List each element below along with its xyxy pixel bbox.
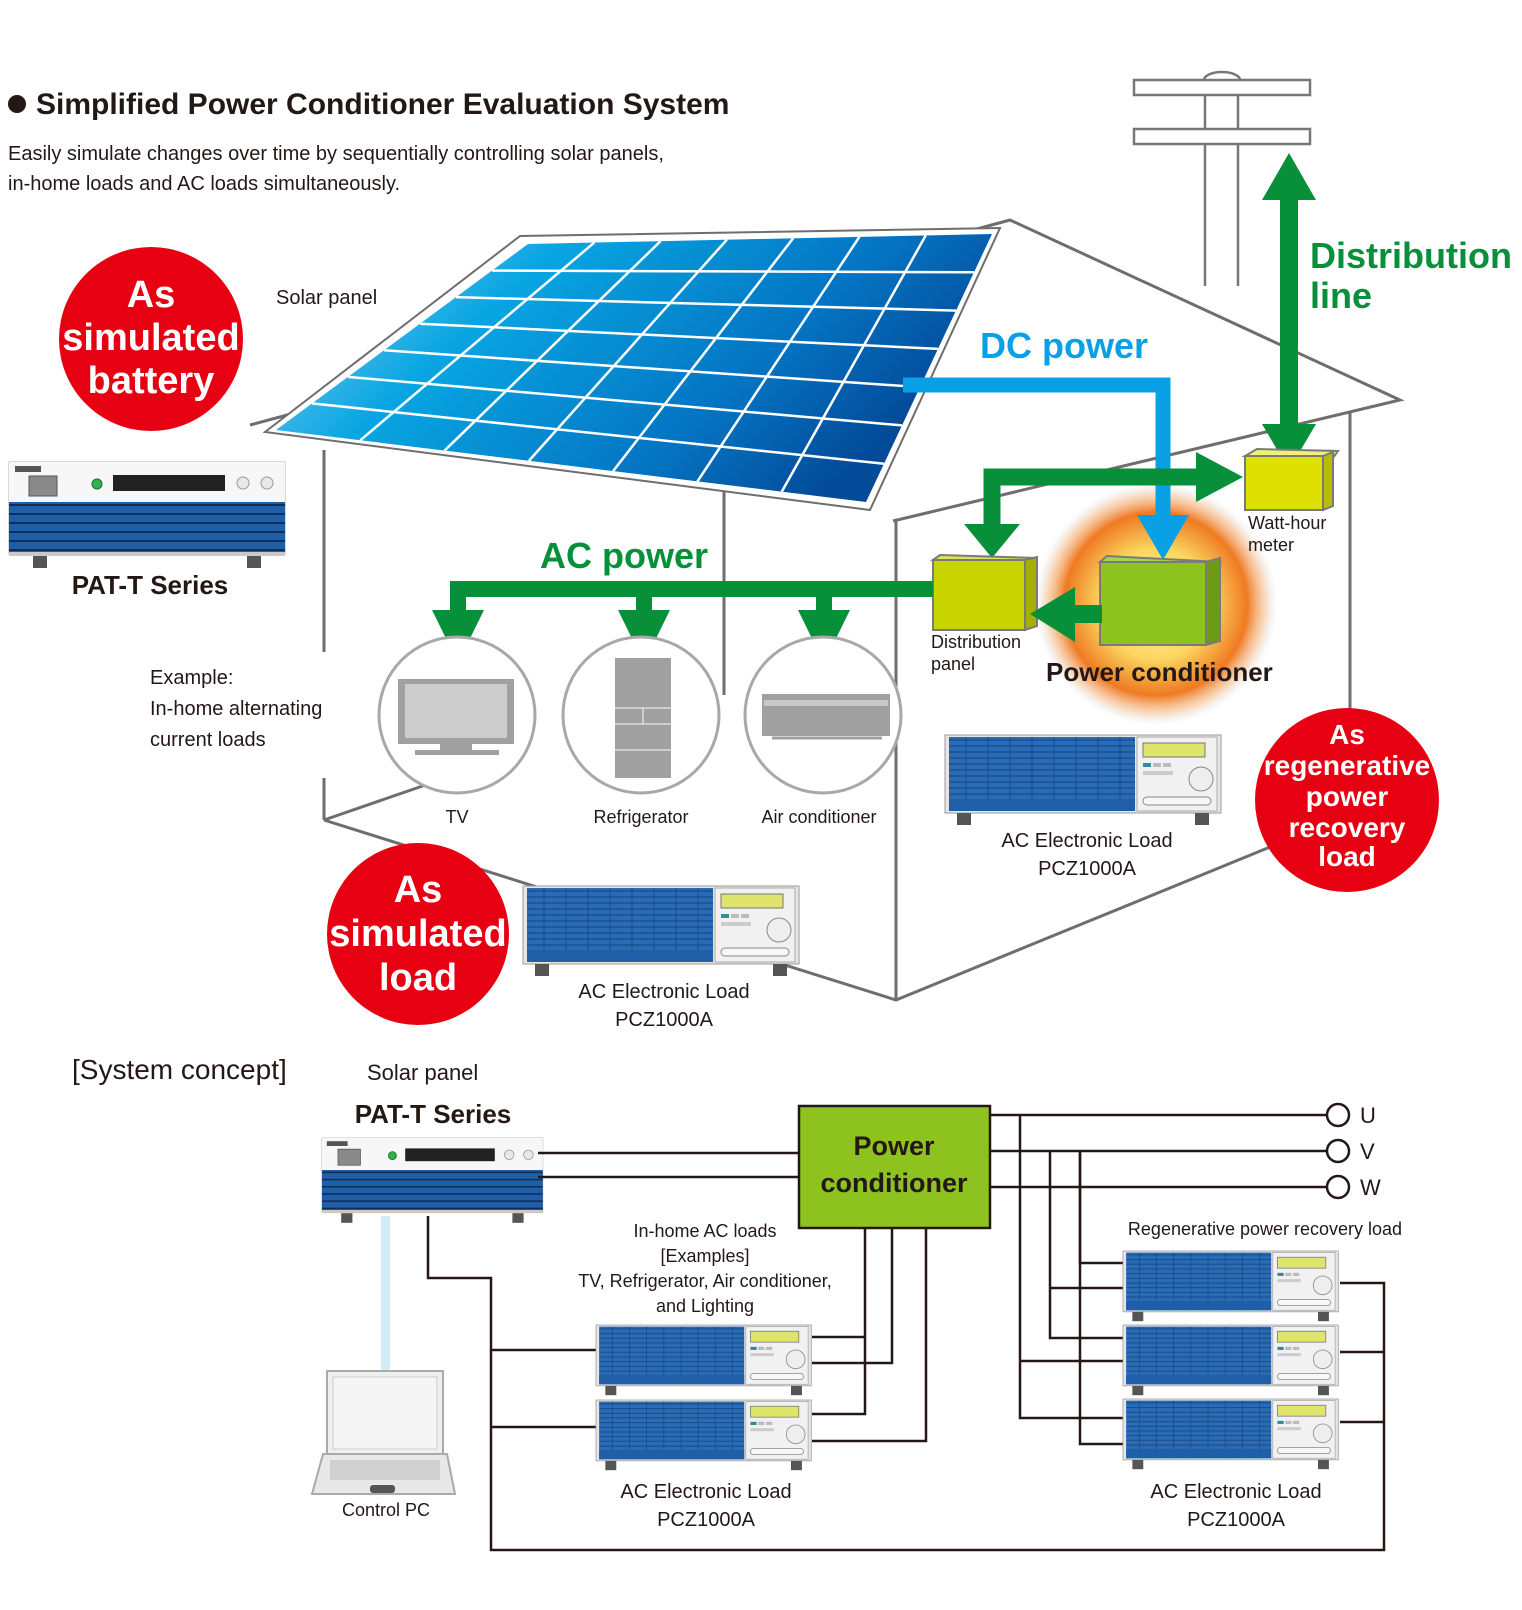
power-conditioner-unit <box>1097 554 1223 647</box>
example-label-1: Example: <box>150 667 233 689</box>
sc-solar-panel-label: Solar panel <box>367 1060 478 1085</box>
in-home-load-unit-1 <box>595 1324 812 1396</box>
system-wiring <box>426 1113 1386 1552</box>
solar-cell-divider <box>527 238 728 462</box>
solar-cell-divider <box>612 237 795 472</box>
left-load-name: AC Electronic Load <box>620 1481 791 1503</box>
distribution-panel-label-2: panel <box>931 654 975 674</box>
watt-hour-meter-label-1: Watt-hour <box>1248 513 1326 533</box>
solar-cell-divider <box>359 241 596 442</box>
regenerative-load-unit-2 <box>1122 1324 1339 1396</box>
svg-text:power: power <box>1306 781 1389 812</box>
title-bullet-icon <box>8 95 26 113</box>
solar-cell-divider <box>696 236 861 483</box>
ac-load-1-model: PCZ1000A <box>1038 858 1136 880</box>
solar-cell-divider <box>780 234 927 493</box>
air-conditioner-label: Air conditioner <box>761 807 876 827</box>
ac-load-2-model: PCZ1000A <box>615 1009 713 1031</box>
right-load-name: AC Electronic Load <box>1150 1481 1321 1503</box>
left-load-model: PCZ1000A <box>657 1509 755 1531</box>
phase-u-label: U <box>1360 1103 1376 1128</box>
ac-power-label: AC power <box>540 535 708 576</box>
solar-panel <box>262 226 1002 512</box>
pat-t-power-supply <box>8 461 286 569</box>
sc-pat-t-series-label: PAT-T Series <box>355 1099 512 1129</box>
usb-link <box>381 1216 390 1376</box>
distribution-line-label-1: Distribution <box>1310 235 1512 276</box>
meter-link-arrow <box>964 452 1243 558</box>
solar-cell-divider <box>347 375 903 427</box>
ac-electronic-load-regenerative <box>944 734 1222 826</box>
phase-terminals <box>1325 1102 1351 1200</box>
svg-text:As: As <box>394 869 443 911</box>
watt-hour-meter <box>1241 447 1340 512</box>
refrigerator-icon <box>561 635 721 795</box>
ac-load-1-name: AC Electronic Load <box>1001 830 1172 852</box>
in-home-load-unit-2 <box>595 1399 812 1471</box>
solar-cell-divider <box>455 295 957 312</box>
control-pc-icon <box>310 1370 457 1495</box>
in-home-label-2: [Examples] <box>660 1246 749 1266</box>
svg-text:simulated: simulated <box>329 913 506 955</box>
sc-pat-t-power-supply <box>321 1137 544 1224</box>
regenerative-load-unit-3 <box>1122 1398 1339 1470</box>
in-home-label-3: TV, Refrigerator, Air conditioner, <box>578 1271 831 1291</box>
ac-load-2-name: AC Electronic Load <box>578 981 749 1003</box>
svg-text:load: load <box>1318 841 1376 872</box>
right-load-model: PCZ1000A <box>1187 1509 1285 1531</box>
example-label-2: In-home alternating <box>150 698 322 720</box>
solar-cell-divider <box>383 349 921 389</box>
control-pc-label: Control PC <box>342 1500 430 1520</box>
description-line-1: Easily simulate changes over time by seq… <box>8 143 664 165</box>
power-conditioner-label: Power conditioner <box>1046 657 1273 687</box>
distribution-panel <box>930 553 1038 632</box>
solar-cell-divider <box>443 240 662 452</box>
distribution-line-label-2: line <box>1310 275 1372 316</box>
utility-pole-icon <box>1132 70 1312 286</box>
tv-icon <box>377 635 537 795</box>
simulated-load-badge: As simulated load <box>327 843 509 1025</box>
ac-electronic-load-simulated <box>522 885 800 977</box>
phase-v-label: V <box>1360 1139 1375 1164</box>
solar-cell-divider <box>419 322 939 351</box>
air-conditioner-icon <box>743 635 903 795</box>
regenerative-load-unit-1 <box>1122 1250 1339 1322</box>
svg-text:load: load <box>379 957 457 999</box>
sc-power-conditioner-label-1: Power <box>853 1131 935 1161</box>
pat-t-series-label: PAT-T Series <box>72 570 229 600</box>
in-home-label-4: and Lighting <box>656 1296 754 1316</box>
in-home-label-1: In-home AC loads <box>633 1221 776 1241</box>
svg-text:As: As <box>1329 719 1365 750</box>
phase-w-label: W <box>1360 1175 1381 1200</box>
regenerative-load-label: Regenerative power recovery load <box>1128 1219 1402 1239</box>
pc-to-panel-arrow <box>1030 587 1102 642</box>
tv-label: TV <box>445 807 468 827</box>
svg-text:regenerative: regenerative <box>1264 750 1431 781</box>
system-concept-heading: [System concept] <box>72 1054 287 1085</box>
solar-panel-label: Solar panel <box>276 287 377 309</box>
svg-text:battery: battery <box>88 360 215 402</box>
refrigerator-label: Refrigerator <box>593 807 688 827</box>
example-label-3: current loads <box>150 729 266 751</box>
distribution-line-arrow <box>1262 153 1316 470</box>
simulated-battery-badge: As simulated battery <box>59 247 243 431</box>
distribution-panel-label-1: Distribution <box>931 632 1021 652</box>
watt-hour-meter-label-2: meter <box>1248 535 1294 555</box>
svg-text:recovery: recovery <box>1289 812 1406 843</box>
page-title: Simplified Power Conditioner Evaluation … <box>36 88 729 121</box>
sc-power-conditioner-box <box>797 1104 992 1230</box>
solar-cell-divider <box>311 402 885 465</box>
sc-power-conditioner-label-2: conditioner <box>821 1168 968 1198</box>
dc-power-label: DC power <box>980 325 1148 366</box>
svg-text:simulated: simulated <box>62 317 239 359</box>
description-line-2: in-home loads and AC loads simultaneousl… <box>8 173 400 195</box>
svg-text:As: As <box>127 274 176 316</box>
solar-cell-divider <box>491 269 975 274</box>
regenerative-load-badge: As regenerative power recovery load <box>1255 708 1439 892</box>
